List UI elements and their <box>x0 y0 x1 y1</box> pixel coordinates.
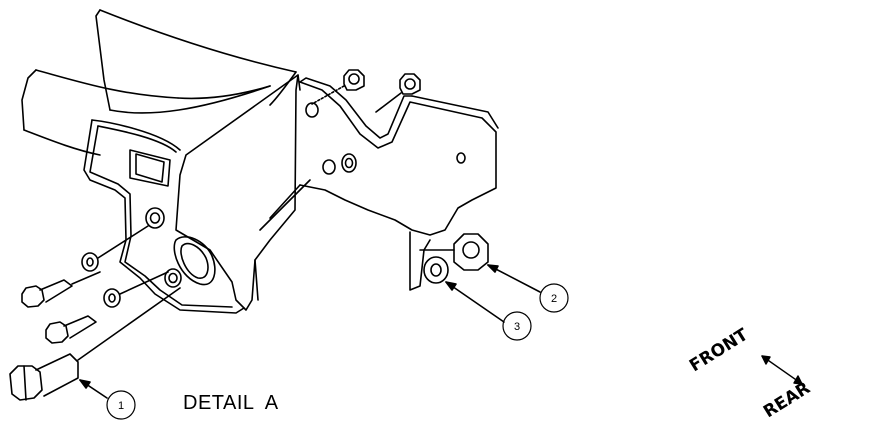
direction-arrow <box>761 355 803 385</box>
top-nut-right <box>375 73 421 113</box>
bolt-middle-left <box>45 315 97 344</box>
large-bolt <box>9 287 181 401</box>
callout-2-leader <box>487 264 569 313</box>
right-bracket <box>259 77 499 291</box>
front-direction-label: FRONT <box>686 325 752 377</box>
callout-3-leader <box>445 281 532 341</box>
washer-middle-left <box>103 271 169 308</box>
callout-1-number: 1 <box>118 400 124 412</box>
nut-right <box>419 233 489 271</box>
detail-label: DETAIL A <box>183 392 279 414</box>
washer-right <box>423 256 449 284</box>
washer-upper-left <box>81 225 149 272</box>
callout-3-number: 3 <box>514 321 520 333</box>
main-bracket-plate <box>175 74 301 311</box>
callout-1-leader <box>79 379 136 420</box>
rear-direction-label: REAR <box>760 378 814 422</box>
callout-2-number: 2 <box>551 293 557 305</box>
orientation-indicator: FRONT REAR <box>686 325 814 423</box>
left-mount-plate <box>83 119 245 314</box>
bolt-upper-left <box>21 271 101 308</box>
tube-channel <box>21 9 297 156</box>
top-nut-left <box>311 69 365 105</box>
